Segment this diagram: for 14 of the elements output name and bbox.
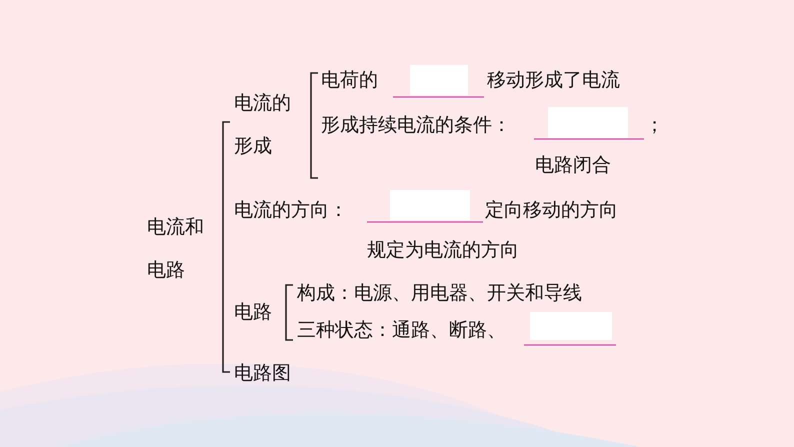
statement-text: 规定为电流的方向 [367, 238, 519, 262]
statement-text: 形成持续电流的条件： [321, 113, 511, 137]
topic-text: 电流和电路 [147, 215, 205, 283]
branch-text: 电流的形成 [234, 91, 292, 159]
statement-text: 电荷的 [321, 68, 378, 92]
statement-text: 电路闭合 [535, 153, 611, 177]
statement-text: 电流的方向： [234, 198, 348, 222]
statement-text: ； [645, 113, 664, 137]
branch-text: 电路 [234, 300, 272, 324]
statement-text: 定向移动的方向 [485, 198, 618, 222]
statement-text: 移动形成了电流 [487, 68, 620, 92]
statement-text: 三种状态：通路、断路、 [297, 318, 506, 342]
branch-text: 电路图 [234, 361, 291, 385]
statement-text: 构成：电源、用电器、开关和导线 [297, 281, 582, 305]
